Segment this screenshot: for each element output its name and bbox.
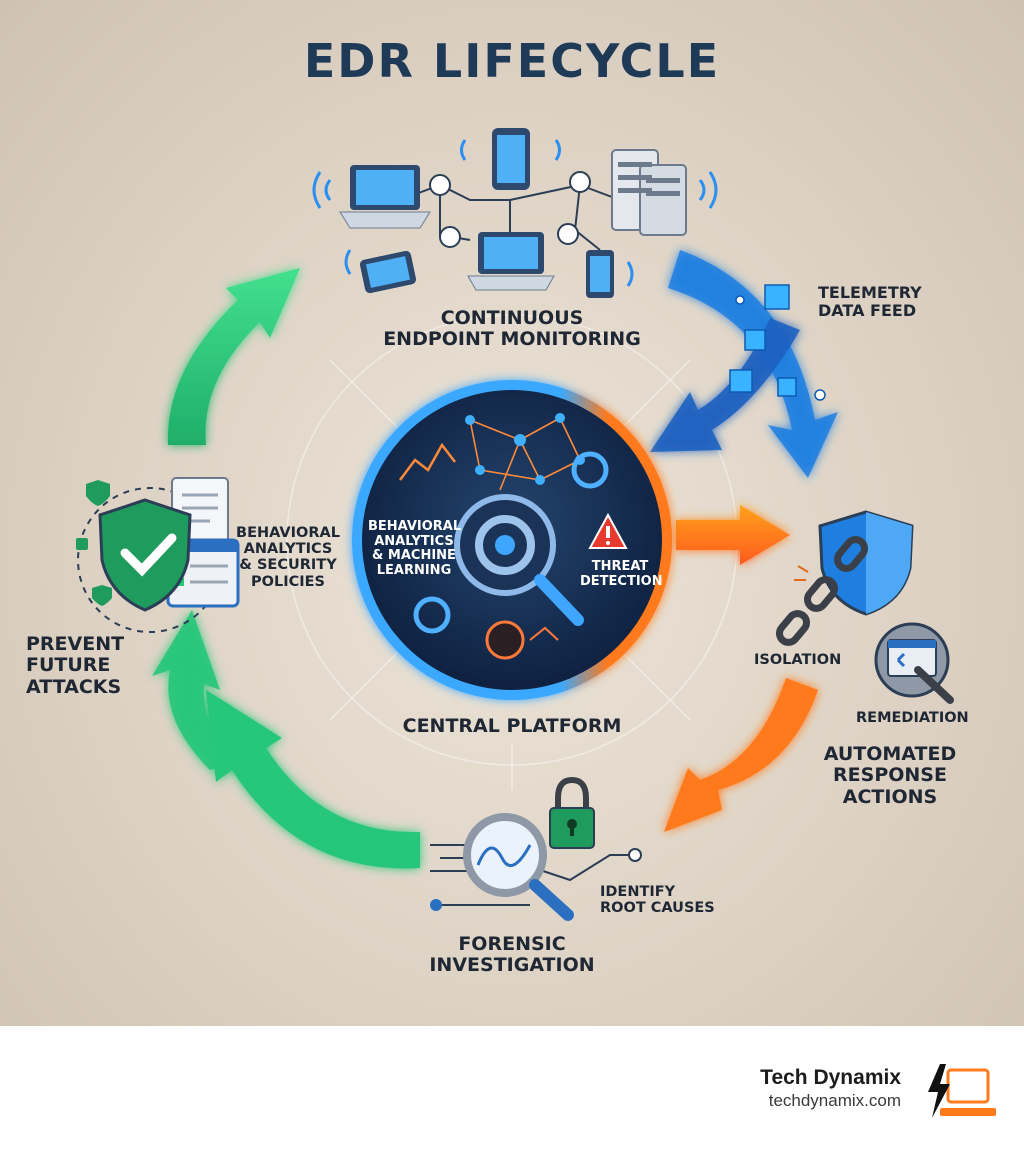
magnifier-icon [430, 813, 642, 921]
padlock-icon [549, 776, 595, 849]
footer: Tech Dynamix techdynamix.com [0, 1026, 1024, 1154]
wrench-gear-icon [874, 622, 954, 704]
orange-arrows [664, 505, 818, 832]
label-remediation: REMEDIATION [856, 710, 969, 726]
lifecycle-graphics [76, 128, 954, 921]
lightning-laptop-icon [928, 1064, 996, 1118]
gear-magnifier-icon [454, 494, 584, 626]
brand-name: Tech Dynamix [760, 1066, 901, 1089]
label-isolation: ISOLATION [754, 652, 842, 668]
wrench-small-icon [413, 596, 451, 634]
broken-chain-icon [776, 510, 914, 646]
central-hub [352, 380, 672, 700]
network-devices-icon [312, 128, 718, 298]
fingerprint-icon [485, 620, 525, 660]
data-cubes-icon [729, 284, 826, 401]
warning-icon [588, 512, 628, 549]
telemetry-arrow [650, 250, 838, 478]
brand-url[interactable]: techdynamix.com [768, 1091, 901, 1110]
page-title: EDR LIFECYCLE [303, 34, 721, 88]
green-arrows [152, 268, 420, 869]
label-central-platform: CENTRAL PLATFORM [402, 715, 622, 737]
line-chart-icon [399, 442, 456, 481]
shield-check-icon [76, 477, 240, 633]
gear-small-icon [571, 451, 609, 489]
